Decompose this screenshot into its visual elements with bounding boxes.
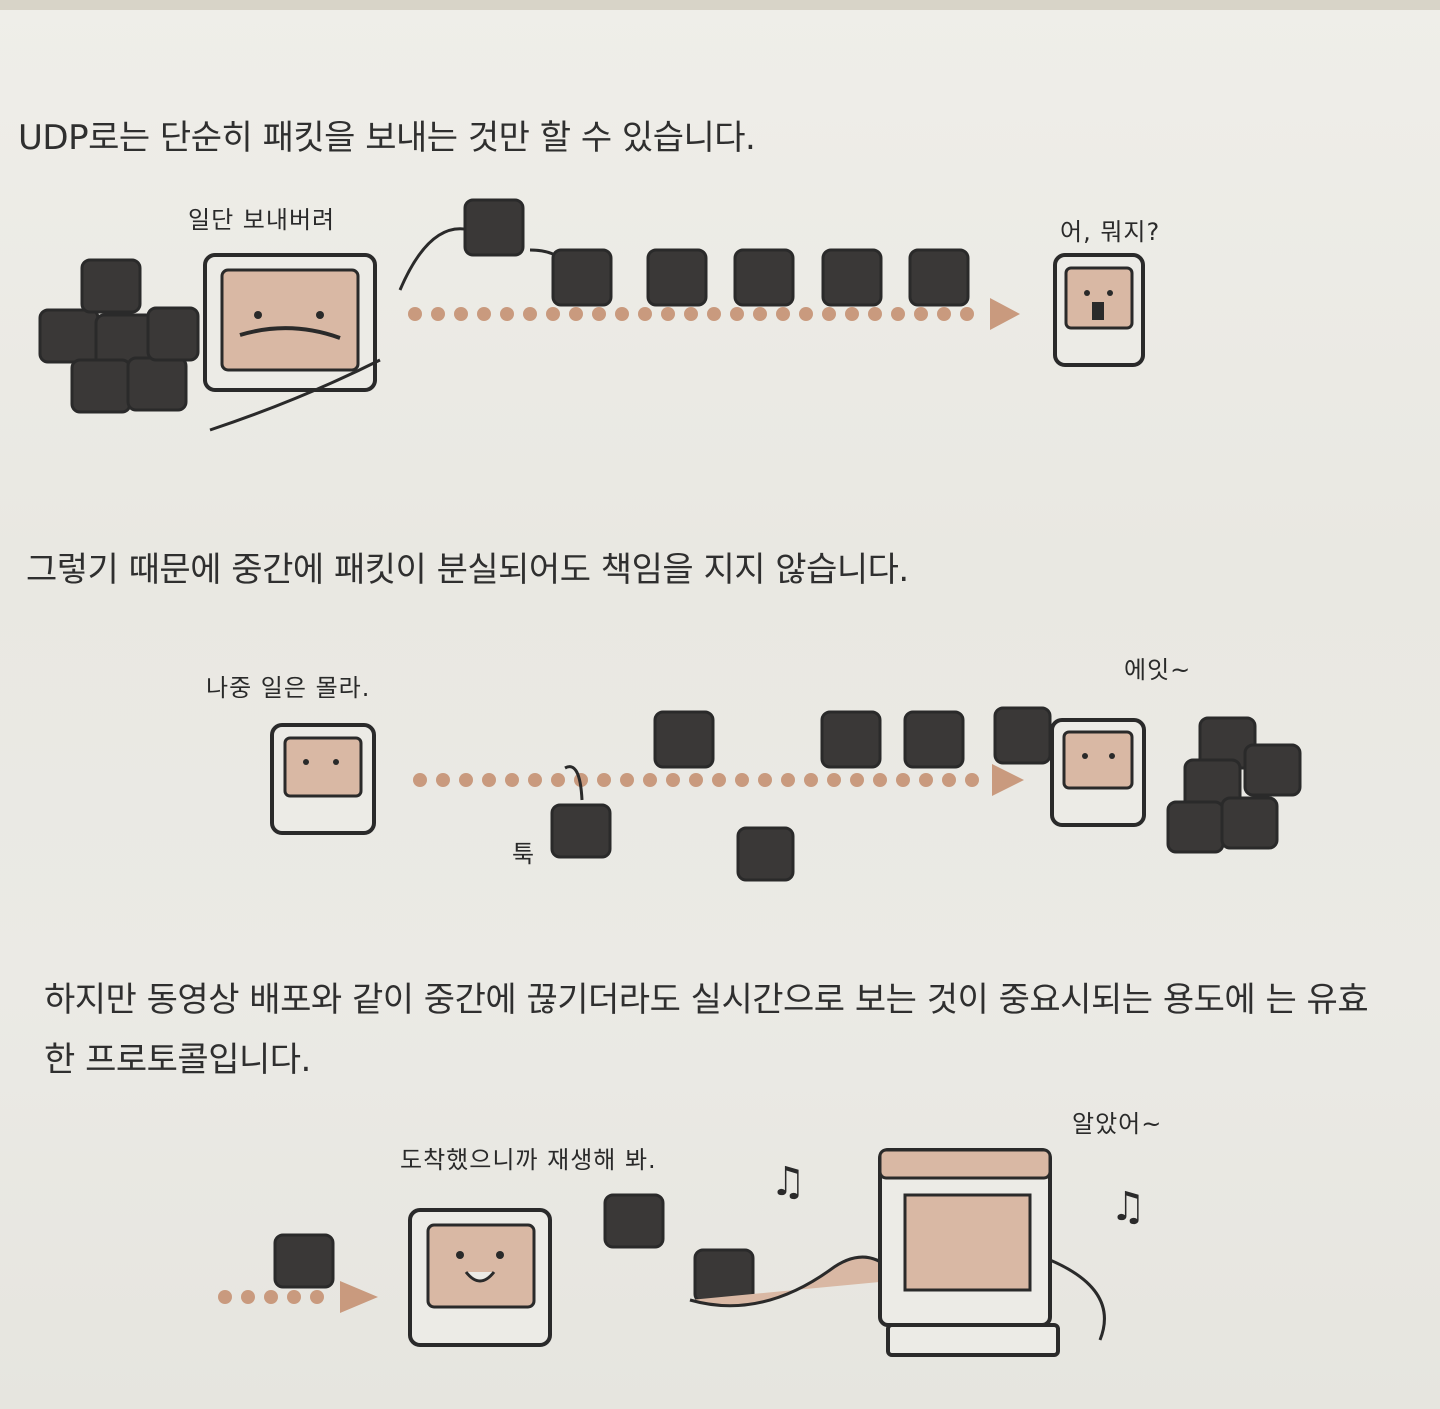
speech-dont-care: 나중 일은 몰라. [206,674,371,702]
packet-flying [463,198,970,307]
music-note-icon: ♫ ♫ [770,1159,1146,1230]
illustration-udp-send [38,198,1145,432]
illustration-packet-loss [270,706,1302,882]
illustration-streaming: ♫ ♫ [218,1148,1146,1357]
page-edge [0,0,1440,10]
svg-text:♫: ♫ [1110,1184,1146,1230]
dotted-path [408,298,1020,330]
speech-what: 어, 뭐지? [1060,218,1161,246]
speech-send-all: 일단 보내버려 [188,206,336,234]
dotted-path-2 [413,764,1024,796]
speech-drop: 툭 [512,840,536,868]
packets-lost [550,765,795,882]
computer-sender [203,253,381,432]
speech-ok: 알았어~ [1072,1110,1163,1138]
packet-pile-2 [1166,716,1302,854]
packet-pile [38,258,200,414]
player-arm [689,1255,902,1308]
video-player [878,1148,1106,1357]
paragraph-2: 그렇기 때문에 중간에 패킷이 분실되어도 책임을 지지 않습니다. [26,550,909,590]
paragraph-3: 하지만 동영상 배포와 같이 중간에 끊기더라도 실시간으로 보는 것이 중요시… [44,980,1369,1080]
speech-play-it: 도착했으니까 재생해 봐. [400,1146,657,1174]
paragraph-1: UDP로는 단순히 패킷을 보내는 것만 할 수 있습니다. [18,118,756,158]
computer-receiver [1053,253,1145,367]
packet-arriving [273,1233,335,1289]
computer-receiver-2 [1050,718,1146,827]
speech-hmph: 에잇~ [1124,656,1192,684]
svg-text:♫: ♫ [770,1159,806,1205]
computer-sender-2 [270,723,376,835]
computer-receiver-3 [408,1208,552,1347]
dotted-path-3 [218,1281,378,1313]
packets-forwarded [603,1193,755,1304]
packets-in-flight-2 [653,706,1052,769]
throw-arc [398,227,471,291]
